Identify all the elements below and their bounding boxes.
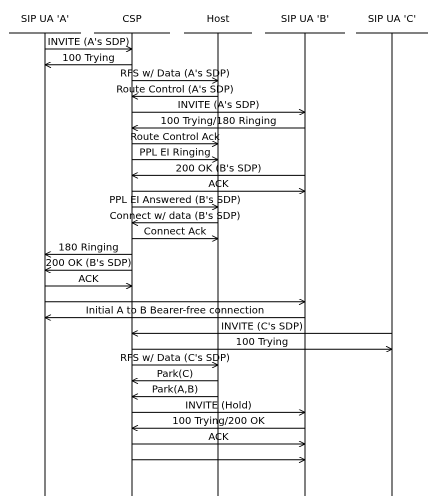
message-label: 100 Trying/180 Ringing [161,116,277,127]
message-label: INVITE (A's SDP) [48,37,130,48]
message-label: 200 OK (B's SDP) [176,163,262,174]
message-label: INVITE (Hold) [185,400,251,411]
message-label: Initial A to B Bearer-free connection [86,306,264,317]
message-label: INVITE (A's SDP) [178,100,260,111]
message-label: Connect Ack [144,227,207,238]
message-label: 100 Trying/200 OK [172,416,265,427]
participant-label: CSP [122,14,141,25]
participant-label: SIP UA 'B' [281,14,329,25]
message-label: 200 OK (B's SDP) [46,258,132,269]
participant-label: SIP UA 'A' [21,14,69,25]
message-label: Route Control Ack [130,132,220,143]
participant-label: SIP UA 'C' [368,14,416,25]
message-label: Park(A,B) [152,385,198,396]
participant-label: Host [207,14,230,25]
message-label: 100 Trying [62,53,114,64]
message-label: ACK [208,179,229,190]
message-label: Route Control (A's SDP) [116,84,233,95]
message-label: Park(C) [157,369,193,380]
message-label: RFS w/ Data (A's SDP) [120,69,230,80]
message-label: 100 Trying [236,337,288,348]
message-label: ACK [208,432,229,443]
message-label: RFS w/ Data (C's SDP) [120,353,230,364]
message-label: ACK [78,274,99,285]
message-label: PPL EI Answered (B's SDP) [109,195,241,206]
message-label: PPL EI Ringing [139,148,210,159]
message-label: Connect w/ data (B's SDP) [110,211,241,222]
participants: SIP UA 'A' CSP Host SIP UA 'B' SIP UA 'C' [9,14,428,34]
message-label: INVITE (C's SDP) [221,321,303,332]
message-label: 180 Ringing [58,242,118,253]
lifelines [44,33,393,496]
